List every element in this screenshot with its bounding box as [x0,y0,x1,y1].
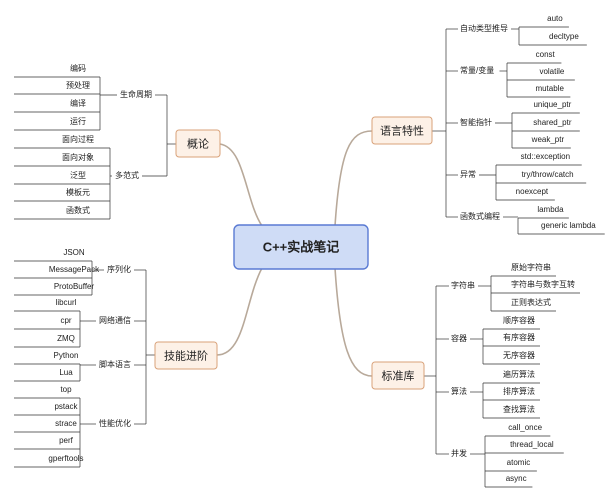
leaf-yuyan-2-0: unique_ptr [533,100,571,109]
leaf-yuyan-0-0: auto [547,14,563,23]
topic-yuyan[interactable]: 语言特性 [371,116,433,145]
group-label-yuyan-0: 自动类型推导 [460,23,508,33]
topic-box-biaozhun [371,361,425,390]
leaf-biaozhun-2-0: 遍历算法 [503,369,535,379]
root-topic[interactable]: C++实战笔记 [233,224,369,270]
group-label-biaozhun-0: 字符串 [451,280,475,290]
leaf-jineng-3-2: strace [55,419,77,428]
leaf-jineng-1-0: libcurl [56,298,77,307]
leaf-yuyan-3-1: try/throw/catch [522,170,574,179]
leaf-yuyan-0-1: decltype [549,32,579,41]
leaf-yuyan-3-0: std::exception [521,152,570,161]
topic-gainian[interactable]: 概论 [175,129,221,158]
leaf-biaozhun-2-2: 查找算法 [503,404,535,414]
leaf-jineng-0-1: MessagePack [49,265,100,274]
leaf-gainian-1-3: 模板元 [66,187,90,197]
topic-label-yuyan: 语言特性 [380,123,424,137]
leaf-gainian-1-4: 函数式 [66,205,90,215]
leaf-gainian-0-3: 运行 [70,116,86,126]
topic-box-jineng [154,341,218,370]
topic-label-jineng: 技能进阶 [164,348,208,362]
leaf-jineng-0-2: ProtoBuffer [54,282,95,291]
group-label-biaozhun-1: 容器 [451,333,467,343]
leaf-biaozhun-3-0: call_once [508,423,542,432]
leaf-jineng-2-1: Lua [59,368,73,377]
group-label-gainian-1: 多范式 [115,170,139,180]
topic-label-gainian: 概论 [187,136,209,150]
root-topic-label: C++实战笔记 [263,239,340,254]
leaf-gainian-1-1: 面向对象 [62,152,94,162]
topic-box-yuyan [371,116,433,145]
leaf-biaozhun-1-0: 顺序容器 [503,315,535,325]
leaf-jineng-3-3: perf [59,436,74,445]
leaf-yuyan-2-1: shared_ptr [533,118,572,127]
leaf-yuyan-1-2: mutable [535,84,564,93]
leaf-jineng-0-0: JSON [63,248,85,257]
topic-label-biaozhun: 标准库 [382,368,415,382]
group-label-yuyan-1: 常量/变量 [460,65,494,75]
leaf-yuyan-2-2: weak_ptr [531,135,565,144]
leaf-biaozhun-3-2: atomic [507,458,531,467]
group-label-jineng-1: 网络通信 [99,315,131,325]
leaf-biaozhun-3-3: async [506,474,527,483]
leaf-biaozhun-1-1: 有序容器 [503,332,535,342]
leaf-yuyan-4-1: generic lambda [541,221,596,230]
branch-curve-gainian [219,143,263,227]
leaf-gainian-1-2: 泛型 [70,170,86,180]
root-topic-box [233,224,369,270]
branch-curve-yuyan [334,130,373,227]
leaf-jineng-3-4: gperftools [48,454,83,463]
group-label-biaozhun-3: 并发 [451,448,467,458]
leaf-biaozhun-0-0: 原始字符串 [511,262,551,272]
topic-box-gainian [175,129,221,158]
branch-curve-jineng [216,267,263,356]
leaf-jineng-2-0: Python [54,351,79,360]
group-label-yuyan-3: 异常 [460,170,476,179]
leaf-jineng-3-0: top [60,385,72,394]
leaf-gainian-0-2: 编译 [70,98,86,108]
branch-lines [14,26,605,488]
leaf-biaozhun-1-2: 无序容器 [503,350,535,360]
leaf-biaozhun-2-1: 排序算法 [503,386,535,396]
topic-biaozhun[interactable]: 标准库 [371,361,425,390]
leaf-gainian-1-0: 面向过程 [62,134,94,144]
group-label-gainian-0: 生命周期 [120,89,152,99]
leaf-jineng-1-1: cpr [60,316,71,325]
group-label-jineng-2: 脚本语言 [99,359,131,369]
topic-jineng[interactable]: 技能进阶 [154,341,218,370]
leaf-biaozhun-3-1: thread_local [510,440,554,449]
leaf-yuyan-4-0: lambda [537,205,564,214]
branch-curve-biaozhun [334,267,373,377]
leaf-yuyan-1-1: volatile [539,67,564,76]
group-label-jineng-0: 序列化 [107,264,131,274]
leaf-gainian-0-0: 编码 [70,63,86,73]
leaf-yuyan-3-2: noexcept [516,187,549,196]
leaf-jineng-1-2: ZMQ [57,334,75,343]
group-label-biaozhun-2: 算法 [451,386,467,396]
leaf-yuyan-1-0: const [536,50,556,59]
leaf-gainian-0-1: 预处理 [66,80,90,90]
main-branch-curves [216,130,373,377]
leaf-jineng-3-1: pstack [54,402,78,411]
group-label-yuyan-4: 函数式编程 [460,211,500,221]
leaf-biaozhun-0-2: 正则表达式 [511,297,551,307]
group-label-jineng-3: 性能优化 [99,418,131,428]
leaf-biaozhun-0-1: 字符串与数字互转 [511,279,575,289]
group-label-yuyan-2: 智能指针 [460,117,492,127]
